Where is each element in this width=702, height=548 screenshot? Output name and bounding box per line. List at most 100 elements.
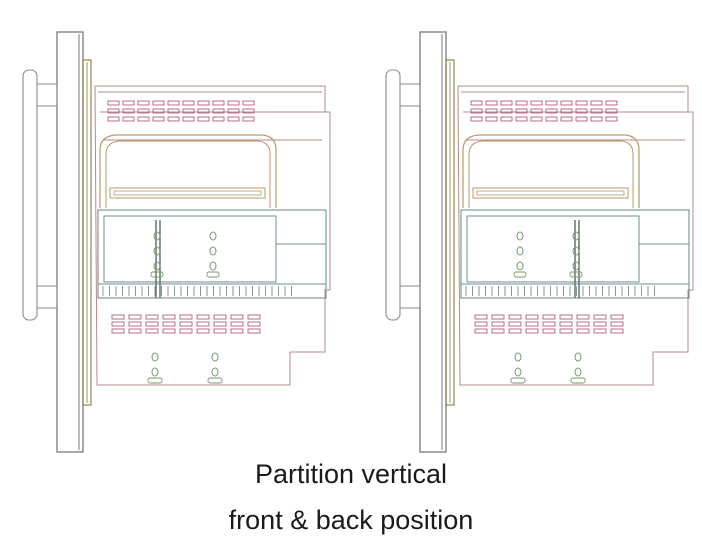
vent-slot xyxy=(227,100,240,106)
vent-slot xyxy=(560,116,573,122)
vent-slot xyxy=(530,100,543,106)
cabinet-view-partition-back xyxy=(385,31,694,453)
vent-slot xyxy=(179,328,193,334)
vent-slot xyxy=(167,108,180,114)
vent-slot xyxy=(610,321,624,327)
vent-slot xyxy=(559,328,573,334)
fixing-hole xyxy=(516,261,524,271)
vent-slot xyxy=(122,100,135,106)
vent-slot xyxy=(162,321,176,327)
vent-slot xyxy=(575,116,588,122)
fixing-hole xyxy=(151,367,159,377)
handle-mount-top xyxy=(399,83,421,107)
vent-slot xyxy=(545,116,558,122)
vent-slot xyxy=(145,328,159,334)
drawer-shell xyxy=(99,134,277,208)
fixing-slot xyxy=(150,271,164,278)
drawer-handle-rail xyxy=(109,187,266,199)
vent-slot xyxy=(525,328,539,334)
vent-slot xyxy=(242,116,255,122)
door-handle-bar xyxy=(22,69,38,321)
vent-slot xyxy=(508,314,522,320)
vent-slot xyxy=(559,321,573,327)
handle-mount-bottom xyxy=(36,285,58,309)
cabinet-body-outline xyxy=(457,85,694,386)
vent-slot xyxy=(508,321,522,327)
drawer-inner xyxy=(105,140,271,208)
vent-slot xyxy=(500,116,513,122)
fixing-hole xyxy=(209,261,217,271)
fixing-hole xyxy=(151,352,159,362)
vent-slot xyxy=(559,314,573,320)
vent-slot xyxy=(515,100,528,106)
vent-slot xyxy=(182,100,195,106)
fixing-hole xyxy=(153,231,161,241)
vent-slot xyxy=(230,314,244,320)
vent-slot xyxy=(212,100,225,106)
vent-slot xyxy=(590,108,603,114)
drawer-handle-rail xyxy=(472,187,629,199)
vent-slot xyxy=(575,108,588,114)
vent-slot xyxy=(196,321,210,327)
fixing-hole xyxy=(516,231,524,241)
handle-mount-top xyxy=(36,83,58,107)
vent-slot xyxy=(111,328,125,334)
fixing-slot xyxy=(513,271,527,278)
vent-slot xyxy=(167,116,180,122)
vent-slot xyxy=(485,100,498,106)
vent-slot xyxy=(470,116,483,122)
fixing-slot xyxy=(570,377,586,384)
vent-slot xyxy=(560,100,573,106)
vent-slot xyxy=(575,100,588,106)
vent-slot xyxy=(212,116,225,122)
fixing-hole xyxy=(209,246,217,256)
vent-slot xyxy=(152,108,165,114)
vent-slot xyxy=(162,328,176,334)
vent-slot xyxy=(474,321,488,327)
vent-slot xyxy=(525,321,539,327)
vent-slot xyxy=(197,108,210,114)
fixing-hole xyxy=(153,246,161,256)
vent-slot xyxy=(605,116,618,122)
fixing-slot xyxy=(206,271,220,278)
vent-slot xyxy=(474,314,488,320)
fixing-slot xyxy=(207,377,223,384)
vent-slot xyxy=(122,108,135,114)
drawer-shell xyxy=(462,134,640,208)
drawer-handle-slot xyxy=(113,190,262,196)
vent-slot xyxy=(197,116,210,122)
vent-slot xyxy=(593,321,607,327)
vent-slot xyxy=(542,314,556,320)
vent-slot xyxy=(491,321,505,327)
vent-slot xyxy=(470,108,483,114)
vent-slot xyxy=(196,314,210,320)
vent-slot xyxy=(145,321,159,327)
vent-slot xyxy=(545,100,558,106)
vent-slot xyxy=(179,314,193,320)
fixing-slot xyxy=(510,377,526,384)
drawer-handle-slot xyxy=(476,190,625,196)
fixing-hole xyxy=(572,231,580,241)
vent-slot xyxy=(542,328,556,334)
vent-slot xyxy=(610,328,624,334)
vent-slot xyxy=(107,100,120,106)
vent-slot xyxy=(500,108,513,114)
vent-slot xyxy=(212,108,225,114)
vent-slot xyxy=(491,328,505,334)
vent-slot xyxy=(227,116,240,122)
vent-slot xyxy=(128,314,142,320)
vent-slot xyxy=(242,100,255,106)
fixing-slot xyxy=(569,271,583,278)
vent-slot xyxy=(111,321,125,327)
vent-slot xyxy=(576,321,590,327)
vent-slot xyxy=(560,108,573,114)
vent-slot xyxy=(530,108,543,114)
vent-slot xyxy=(485,108,498,114)
fixing-hole xyxy=(514,367,522,377)
bottom-rail xyxy=(97,283,327,299)
vent-slot xyxy=(525,314,539,320)
drawer-inner xyxy=(468,140,634,208)
caption-line-2: front & back position xyxy=(228,505,474,535)
vent-slot xyxy=(107,116,120,122)
vent-slot xyxy=(242,108,255,114)
